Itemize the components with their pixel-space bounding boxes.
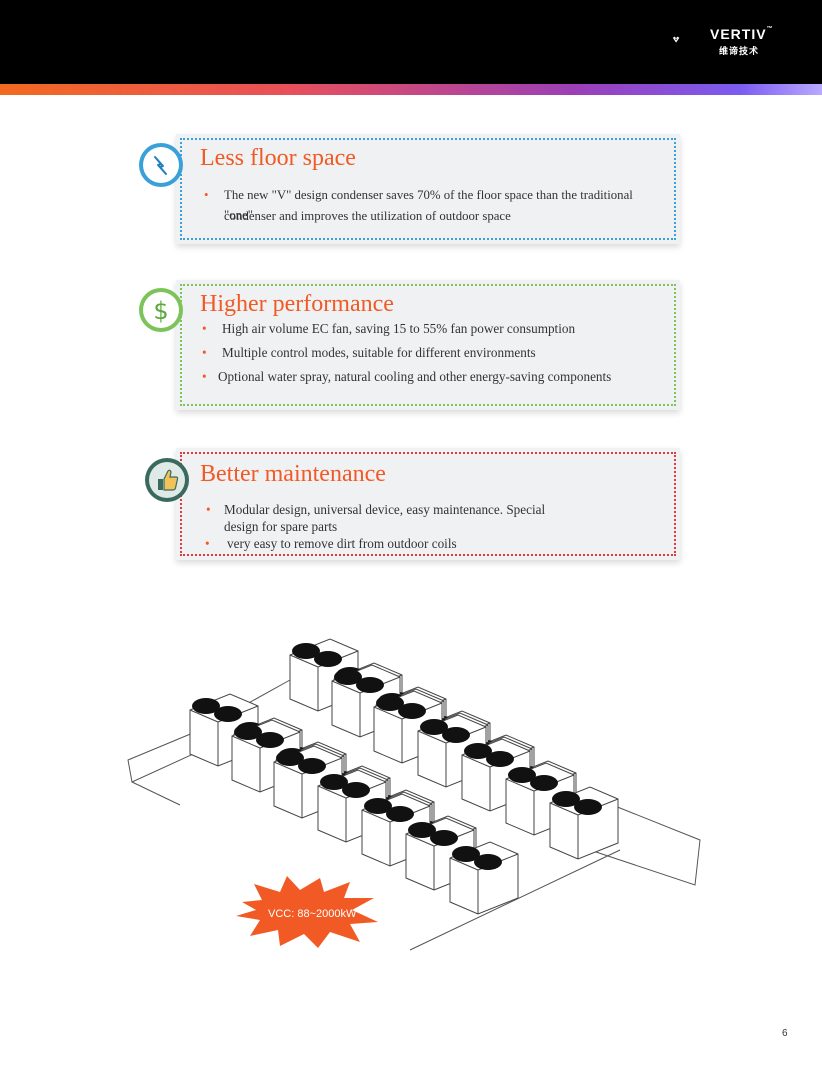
thumbs-up-badge <box>145 458 189 502</box>
condenser-array-illustration <box>127 638 701 951</box>
bullet-item: • High air volume EC fan, saving 15 to 5… <box>202 319 672 339</box>
bullet-item: • Optional water spray, natural cooling … <box>202 367 678 387</box>
dollar-icon: $ <box>153 297 168 325</box>
condenser-module <box>449 841 519 915</box>
dollar-badge: $ <box>139 288 183 332</box>
burst-shape <box>236 876 378 948</box>
card-border <box>180 138 676 240</box>
card-title: Less floor space <box>200 145 356 171</box>
capacity-label: VCC: 88~2000kW <box>268 908 357 920</box>
feature-card-performance: Higher performance • High air volume EC … <box>176 280 680 410</box>
condenser-module <box>549 786 619 860</box>
card-border <box>180 284 676 406</box>
bullet-dot: • <box>205 536 210 551</box>
header-gradient-stripe <box>0 84 822 95</box>
bullet-item-continuation: condenser and improves the utilization o… <box>224 209 511 223</box>
bullet-dot: • <box>206 502 211 517</box>
bullet-dot: • <box>202 321 207 336</box>
lightning-badge <box>139 143 183 187</box>
bullet-item: • Modular design, universal device, easy… <box>206 500 624 520</box>
lightning-icon <box>154 156 167 175</box>
bullet-dot: • <box>202 369 207 384</box>
page-header <box>0 0 822 84</box>
bullet-dot: • <box>204 188 209 202</box>
vertiv-logo-icon <box>672 36 680 43</box>
page-number: 6 <box>782 1028 788 1039</box>
svg-text:$: $ <box>153 297 168 325</box>
brand-name: VERTIV™ <box>710 26 774 42</box>
card-border <box>180 452 676 556</box>
card-title: Higher performance <box>200 291 394 317</box>
brand-subname: 维谛技术 <box>719 47 760 57</box>
bullet-dot: • <box>202 345 207 360</box>
bullet-item: • Multiple control modes, suitable for d… <box>202 343 672 363</box>
thumbs-up-icon <box>158 469 179 491</box>
condenser-module <box>289 638 359 712</box>
feature-card-floor-space: Less floor space • The new "V" design co… <box>176 134 680 244</box>
feature-card-maintenance: Better maintenance • Modular design, uni… <box>176 448 680 560</box>
bullet-item: • very easy to remove dirt from outdoor … <box>205 534 627 554</box>
card-title: Better maintenance <box>200 461 386 487</box>
bullet-item-continuation: design for spare parts <box>224 519 338 534</box>
bullet-item: • The new "V" design condenser saves 70%… <box>204 185 664 225</box>
